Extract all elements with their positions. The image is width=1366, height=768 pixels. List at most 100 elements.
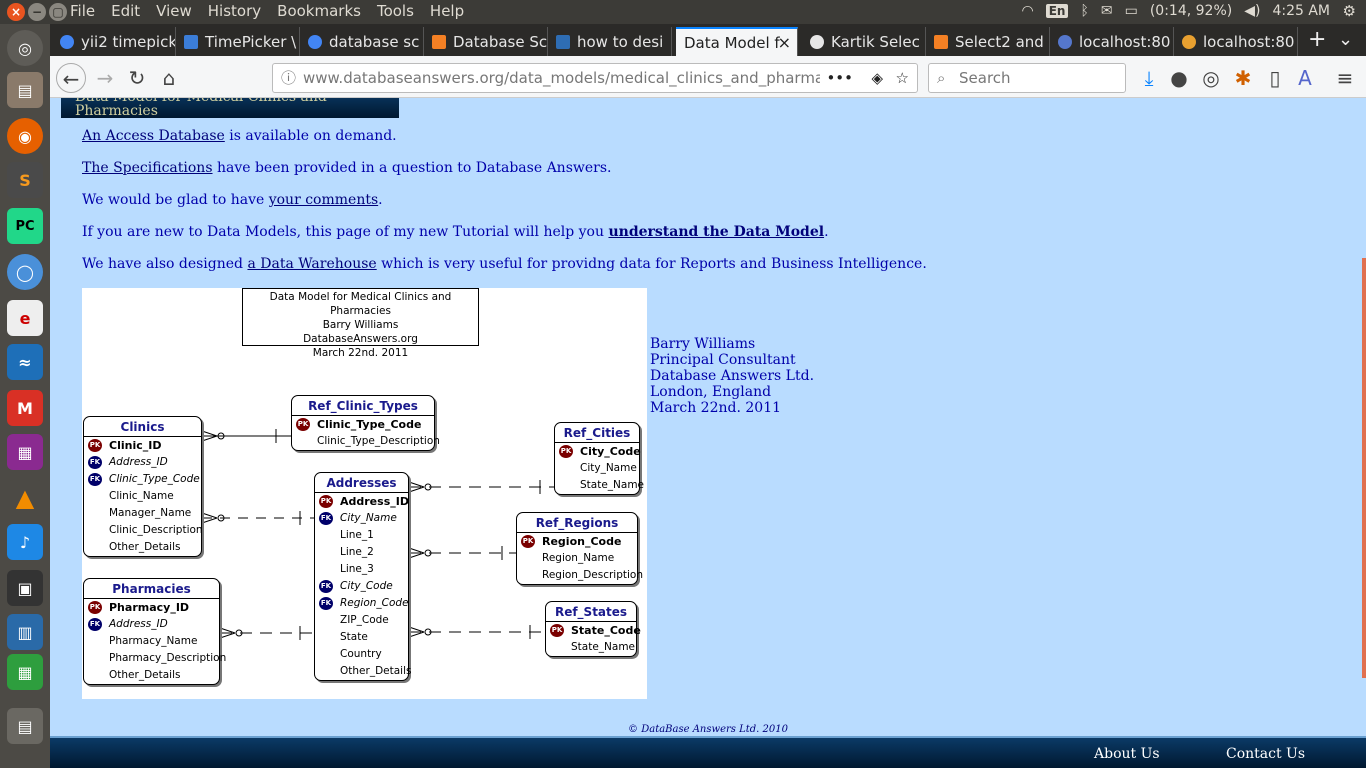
menu-bar: File Edit View History Bookmarks Tools H… bbox=[70, 2, 464, 20]
minimize-window-button[interactable]: − bbox=[28, 3, 46, 21]
battery-status[interactable]: (0:14, 92%) bbox=[1149, 3, 1233, 19]
menu-view[interactable]: View bbox=[156, 2, 192, 20]
column-name: Clinic_ID bbox=[109, 439, 162, 452]
music-player-icon[interactable]: ♪ bbox=[7, 524, 43, 560]
forward-button[interactable]: → bbox=[96, 66, 114, 90]
menu-bookmarks[interactable]: Bookmarks bbox=[277, 2, 361, 20]
spreadsheet-icon[interactable]: ▦ bbox=[7, 654, 43, 690]
tab-yii2-timepicker[interactable]: yii2 timepick bbox=[52, 27, 176, 56]
tab-database-search[interactable]: database sc bbox=[300, 27, 424, 56]
trash-icon[interactable]: ▤ bbox=[7, 708, 43, 744]
video-editor-icon[interactable]: ▣ bbox=[7, 570, 43, 606]
pocket-icon[interactable]: ◈ bbox=[871, 69, 883, 87]
maximize-window-button[interactable]: ▢ bbox=[49, 3, 67, 21]
volume-icon[interactable]: ◀) bbox=[1244, 3, 1261, 19]
home-button[interactable]: ⌂ bbox=[162, 66, 176, 90]
your-comments-link[interactable]: your comments bbox=[268, 192, 379, 208]
primary-key-icon: PK bbox=[319, 495, 333, 508]
tab-kartik-select[interactable]: Kartik Selec bbox=[802, 27, 926, 56]
document-viewer-icon[interactable]: ▥ bbox=[7, 614, 43, 650]
vlc-icon[interactable]: ▲ bbox=[7, 480, 43, 516]
url-bar[interactable]: ⓘ www.databaseanswers.org/data_models/me… bbox=[272, 63, 918, 93]
copyright-notice: © DataBase Answers Ltd. 2010 bbox=[628, 724, 788, 735]
menu-help[interactable]: Help bbox=[429, 2, 465, 20]
entity-title: Ref_Regions bbox=[517, 513, 637, 533]
tab-localhost-2[interactable]: localhost:80 bbox=[1174, 27, 1298, 56]
system-monitor-icon[interactable]: ≈ bbox=[7, 344, 43, 380]
tab-select2[interactable]: Select2 and bbox=[926, 27, 1050, 56]
clock[interactable]: 4:25 AM bbox=[1272, 3, 1330, 19]
gmail-icon[interactable]: M bbox=[7, 390, 43, 426]
data-warehouse-link[interactable]: a Data Warehouse bbox=[247, 256, 377, 272]
column-name: City_Code bbox=[340, 580, 393, 592]
system-top-bar: × − ▢ File Edit View History Bookmarks T… bbox=[0, 0, 1366, 24]
column-name: Pharmacy_Name bbox=[109, 635, 198, 647]
ubuntu-dash-icon[interactable]: ◎ bbox=[7, 30, 43, 66]
firefox-icon[interactable]: ◉ bbox=[7, 118, 43, 154]
reload-button[interactable]: ↻ bbox=[128, 66, 146, 90]
search-input[interactable]: ⌕ Search bbox=[928, 63, 1126, 93]
entity-title: Addresses bbox=[315, 473, 408, 493]
column-name: Other_Details bbox=[340, 665, 412, 677]
column-name: Pharmacy_Description bbox=[109, 652, 227, 664]
tab-how-to-design[interactable]: how to desi bbox=[548, 27, 672, 56]
column-name: Address_ID bbox=[109, 456, 168, 468]
hamburger-menu-icon[interactable]: ≡ bbox=[1336, 66, 1354, 90]
k-icon bbox=[184, 34, 198, 49]
sidebar-icon[interactable]: ▯ bbox=[1269, 66, 1281, 90]
column-name: Clinic_Type_Code bbox=[109, 473, 200, 485]
close-window-button[interactable]: × bbox=[7, 3, 25, 21]
info-icon[interactable]: ⓘ bbox=[281, 69, 297, 87]
text-editor-icon[interactable]: e bbox=[7, 300, 43, 336]
tab-overflow-icon[interactable]: ⌄ bbox=[1338, 29, 1354, 50]
entity-title: Ref_Cities bbox=[555, 423, 639, 443]
menu-file[interactable]: File bbox=[70, 2, 96, 20]
mail-icon[interactable]: ✉ bbox=[1100, 3, 1113, 19]
menu-history[interactable]: History bbox=[207, 2, 262, 20]
tab-data-model-active[interactable]: Data Model f× bbox=[676, 27, 798, 56]
access-database-link[interactable]: An Access Database bbox=[82, 128, 225, 144]
app-window-icon[interactable]: ▦ bbox=[7, 434, 43, 470]
tab-localhost-1[interactable]: localhost:80 bbox=[1050, 27, 1174, 56]
back-button[interactable]: ← bbox=[56, 63, 86, 93]
power-icon[interactable]: ⚙ bbox=[1342, 2, 1356, 20]
close-tab-icon[interactable]: × bbox=[777, 33, 791, 52]
page-actions-icon[interactable]: ••• bbox=[820, 64, 853, 92]
translate-icon[interactable]: A bbox=[1298, 66, 1312, 90]
files-icon[interactable]: ▤ bbox=[7, 72, 43, 108]
tab-database-schema[interactable]: Database Sc bbox=[424, 27, 548, 56]
extension-icon-2[interactable]: ✱ bbox=[1234, 66, 1252, 90]
about-us-link[interactable]: About Us bbox=[1094, 746, 1160, 762]
sync-icon[interactable]: ◎ bbox=[1202, 66, 1220, 90]
chromium-icon[interactable]: ◯ bbox=[7, 254, 43, 290]
column-name: Pharmacy_ID bbox=[109, 601, 190, 614]
column-name: Line_1 bbox=[340, 529, 374, 541]
menu-edit[interactable]: Edit bbox=[111, 2, 141, 20]
menu-tools[interactable]: Tools bbox=[376, 2, 414, 20]
bluetooth-icon[interactable]: ᛒ bbox=[1080, 3, 1089, 19]
downloads-icon[interactable]: ⤓ bbox=[1144, 66, 1154, 90]
wifi-icon[interactable]: ◠ bbox=[1021, 3, 1034, 19]
column-name: Address_ID bbox=[109, 618, 168, 630]
specifications-link[interactable]: The Specifications bbox=[82, 160, 213, 176]
entity-column: State_Name bbox=[546, 639, 636, 656]
column-name: Region_Description bbox=[542, 569, 643, 581]
keyboard-language-indicator[interactable]: En bbox=[1045, 4, 1069, 18]
sublime-text-icon[interactable]: S bbox=[7, 162, 43, 198]
tab-timepicker[interactable]: TimePicker \ bbox=[176, 27, 300, 56]
page-scrollbar[interactable] bbox=[1362, 258, 1366, 678]
pycharm-icon[interactable]: PC bbox=[7, 208, 43, 244]
contact-us-link[interactable]: Contact Us bbox=[1226, 746, 1306, 762]
new-tab-button[interactable]: + bbox=[1308, 27, 1327, 52]
bookmark-star-icon[interactable]: ☆ bbox=[895, 69, 909, 87]
page-content: Data Model for Medical Clinics and Pharm… bbox=[50, 98, 1366, 768]
understand-data-model-link[interactable]: understand the Data Model bbox=[608, 224, 825, 240]
extension-icon-1[interactable]: ● bbox=[1170, 66, 1188, 90]
battery-icon[interactable]: ▭ bbox=[1124, 3, 1138, 19]
